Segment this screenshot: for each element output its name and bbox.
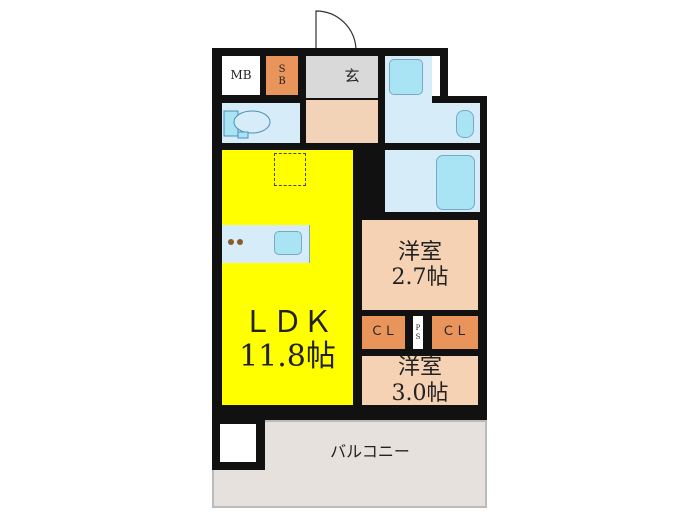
ldk-size: 11.8帖 [239, 339, 336, 374]
mb-label: MB [222, 56, 260, 95]
ldk-label: ＬＤＫ 11.8帖 [222, 300, 353, 380]
washer-icon [456, 110, 474, 138]
room1-size: 2.7帖 [391, 265, 449, 290]
ldk-room [222, 150, 353, 405]
closet-2: ＣＬ [432, 316, 478, 349]
sink-icon [274, 231, 302, 255]
room2-name: 洋室 [397, 355, 442, 381]
western-room-1: 洋室 2.7帖 [362, 220, 478, 310]
outdoor-unit-space [220, 424, 256, 462]
stove-icon [228, 239, 234, 245]
room2-size: 3.0帖 [391, 380, 449, 406]
entrance-area: 玄 [306, 56, 378, 98]
ceiling-storage-icon [274, 153, 306, 186]
kitchen-counter [222, 225, 310, 263]
bathtub-icon [436, 155, 475, 210]
closet-1: ＣＬ [362, 316, 405, 349]
western-room-2: 洋室 3.0帖 [362, 355, 478, 406]
shoe-box: S B [266, 56, 298, 95]
ldk-name: ＬＤＫ [242, 304, 333, 340]
wall [353, 212, 362, 405]
washbasin-icon [389, 59, 423, 95]
balcony-label: バルコニー [330, 441, 410, 461]
hallway [306, 100, 378, 143]
toilet-icon [223, 110, 271, 139]
room1-name: 洋室 [397, 239, 442, 265]
stove-icon [237, 239, 243, 245]
toilet-room [222, 103, 300, 143]
pipe-space: P S [413, 316, 423, 349]
entrance-door-icon [315, 10, 357, 51]
shaft [432, 56, 440, 96]
